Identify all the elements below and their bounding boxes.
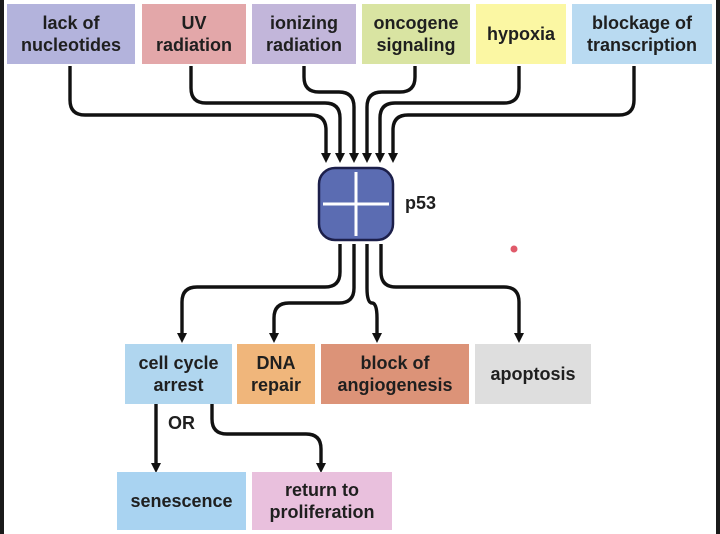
arrow-uv-radiation [189,66,345,163]
connector-arrows [68,66,636,473]
input-box-oncogene-signaling: oncogene signaling [362,4,470,64]
input-box-blockage-of-transcription: blockage of transcription [572,4,712,64]
fate-box-senescence: senescence [117,472,246,530]
output-box-block-of-angiogenesis: block of angiogenesis [321,344,469,404]
arrow-blockage-of-transcription [388,66,636,163]
output-box-cell-cycle-arrest: cell cycle arrest [125,344,232,404]
arrow-to-dna-repair [269,244,356,343]
arrow-to-return-to-proliferation [210,404,326,473]
output-box-dna-repair: DNA repair [237,344,315,404]
arrow-to-cell-cycle-arrest [177,244,342,343]
p53-label: p53 [405,193,437,213]
arrow-hypoxia [375,66,521,163]
arrow-to-apoptosis [379,244,524,343]
output-box-apoptosis: apoptosis [475,344,591,404]
or-label: OR [168,413,195,433]
pointer-dot [510,245,518,253]
arrow-oncogene-signaling [362,66,417,163]
arrow-lack-of-nucleotides [68,66,331,163]
arrow-to-block-of-angiogenesis [365,244,382,343]
input-box-ionizing-radiation: ionizing radiation [252,4,356,64]
arrow-ionizing-radiation [302,66,359,163]
input-box-hypoxia: hypoxia [476,4,566,64]
fate-box-return-to-proliferation: return to proliferation [252,472,392,530]
diagram-canvas: lack of nucleotides UV radiation ionizin… [4,0,716,534]
input-box-uv-radiation: UV radiation [142,4,246,64]
input-box-lack-of-nucleotides: lack of nucleotides [7,4,135,64]
